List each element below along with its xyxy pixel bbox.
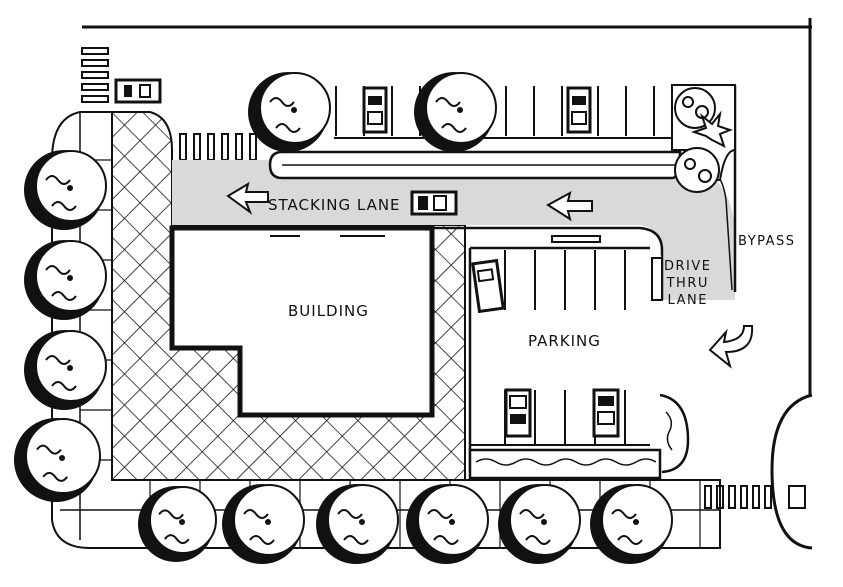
stacking-lane-edge bbox=[172, 226, 664, 300]
stacking-lane-arrow-left-icon bbox=[226, 181, 593, 222]
queued-car bbox=[410, 190, 458, 216]
parking-row-upper bbox=[504, 250, 626, 310]
tree-icon bbox=[414, 72, 497, 152]
drive-thru-lane-label: DRIVE THRU LANE bbox=[664, 258, 711, 309]
crosswalk-top-left bbox=[81, 47, 109, 103]
tree-icon bbox=[24, 240, 107, 320]
tree-icon bbox=[222, 484, 305, 564]
parked-car-lot-bottom-1 bbox=[504, 388, 532, 438]
parked-car-top-1 bbox=[362, 86, 388, 134]
tree-icon bbox=[24, 150, 107, 230]
tree-icon bbox=[138, 486, 217, 562]
tree-icon bbox=[316, 484, 399, 564]
parked-car-top-2 bbox=[566, 86, 592, 134]
building bbox=[169, 225, 435, 418]
bypass-arrow-icon bbox=[708, 325, 754, 369]
tree-icon bbox=[14, 418, 101, 502]
parking-label: PARKING bbox=[528, 332, 601, 350]
tree-icon bbox=[24, 330, 107, 410]
crosswalk-stacking-entry bbox=[179, 133, 257, 161]
drive-thru-label-line: THRU bbox=[666, 276, 709, 291]
tree-icon bbox=[406, 484, 489, 564]
building-label: BUILDING bbox=[288, 302, 369, 320]
landscape-strip bbox=[468, 393, 690, 480]
drive-thru-label-line: DRIVE bbox=[664, 259, 712, 274]
parked-car-lot-bottom-2 bbox=[592, 388, 620, 438]
crosswalk-bottom-right bbox=[704, 485, 806, 509]
shrub-planter bbox=[671, 84, 736, 193]
trees bbox=[14, 72, 673, 564]
bypass-label: BYPASS bbox=[738, 234, 796, 249]
tree-icon bbox=[498, 484, 581, 564]
tree-icon bbox=[248, 72, 331, 152]
property-line bbox=[82, 18, 813, 550]
tree-icon bbox=[590, 484, 673, 564]
drive-thru-label-line: LANE bbox=[667, 293, 708, 308]
stacking-lane-label: STACKING LANE bbox=[268, 196, 401, 214]
stacking-lane bbox=[172, 160, 735, 300]
parked-car-top-left bbox=[114, 78, 162, 104]
parked-car-lot-left bbox=[471, 258, 505, 314]
shrub-icon bbox=[674, 87, 733, 193]
